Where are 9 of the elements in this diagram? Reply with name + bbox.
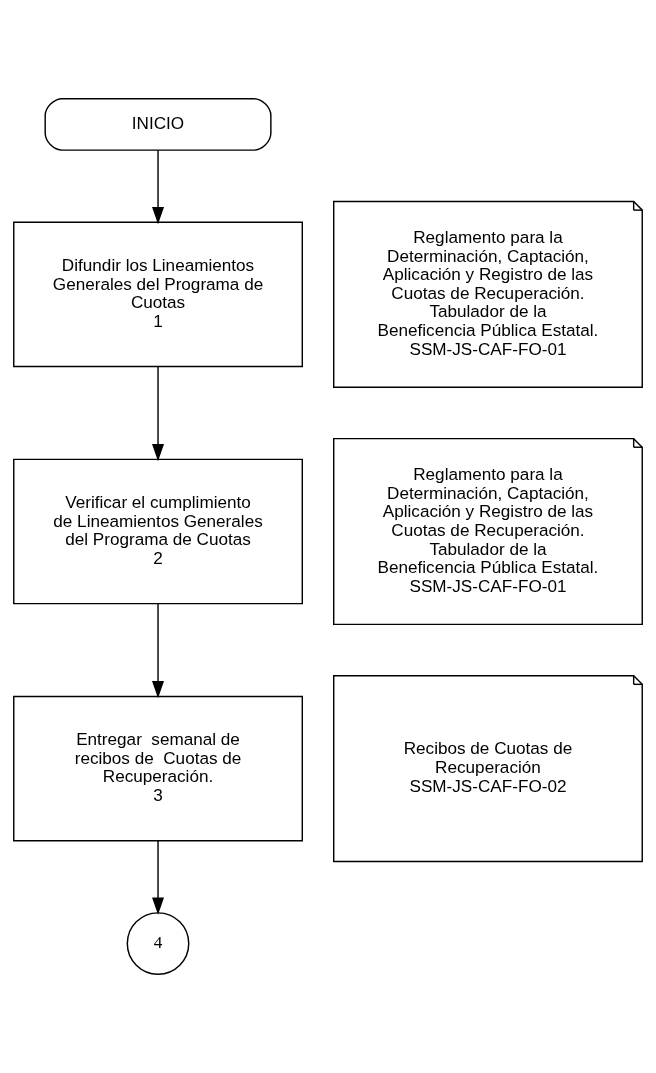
node-box: INICIO: [44, 98, 272, 151]
node-circle: 4: [126, 912, 190, 975]
arrow: [152, 603, 165, 699]
arrow: [152, 366, 165, 462]
node-box: Entregar semanal de recibos de Cuotas de Recuperación. 3: [13, 695, 303, 842]
node-box: Difundir los Lineamientos Generales del Programa de Cuotas 1: [13, 221, 303, 368]
arrow: [152, 840, 165, 915]
node-box: Verificar el cumplimiento de Lineamientos Generales del Programa de Cuotas 2: [13, 458, 303, 605]
arrow: [152, 149, 165, 225]
